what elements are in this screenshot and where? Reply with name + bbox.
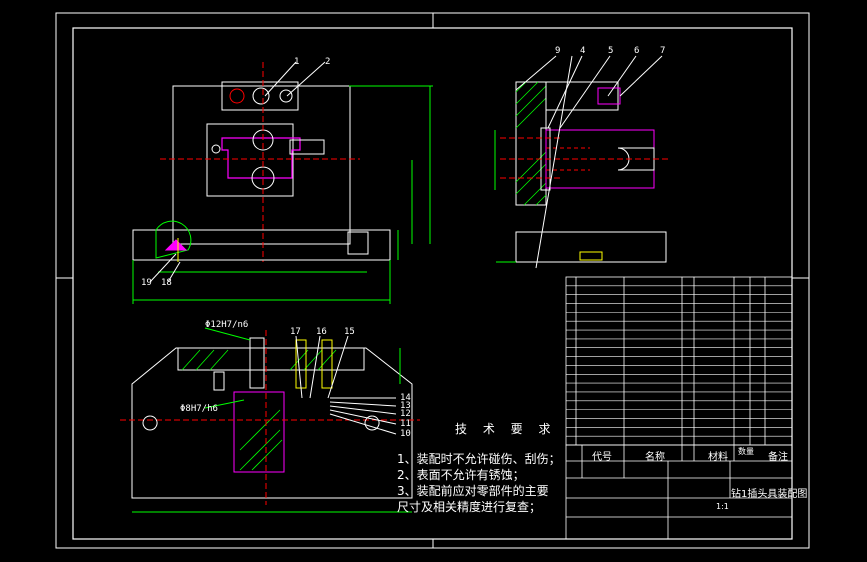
- leader: [619, 55, 663, 97]
- front-inner-plate: [206, 123, 294, 197]
- balloon-6: 6: [634, 46, 640, 56]
- balloon-2: 2: [325, 57, 331, 67]
- front-hole: [229, 88, 245, 104]
- front-pin: [211, 144, 221, 154]
- side-hatching: [515, 81, 547, 206]
- side-base-slot: [579, 251, 603, 261]
- balloon-14: 14: [400, 393, 411, 403]
- leader: [329, 413, 397, 435]
- front-view: [132, 61, 433, 304]
- tech-requirement-2: 2、表面不允许有锈蚀；: [397, 468, 525, 482]
- plan-screw: [321, 339, 333, 389]
- leader: [204, 327, 251, 341]
- plan-pin: [249, 337, 265, 389]
- parts-list-rows: [566, 285, 792, 437]
- plan-hatching: [181, 349, 337, 371]
- plan-top-rail: [177, 347, 365, 371]
- tech-requirement-4: 尺寸及相关精度进行复查；: [397, 500, 542, 514]
- leader: [329, 405, 397, 415]
- front-screw: [164, 239, 188, 251]
- balloon-4: 4: [580, 46, 586, 56]
- plan-hole: [142, 415, 158, 431]
- leader: [515, 55, 557, 91]
- parts-list: [565, 276, 793, 446]
- leader: [309, 335, 321, 399]
- balloon-19: 19: [141, 278, 152, 288]
- side-view: [494, 55, 668, 269]
- balloon-1: 1: [294, 57, 300, 67]
- tech-requirement-3: 3、装配前应对零部件的主要: [397, 484, 549, 498]
- leader: [286, 61, 326, 97]
- header-material: 材料: [708, 452, 728, 463]
- side-base: [515, 231, 667, 263]
- balloon-9: 9: [555, 46, 561, 56]
- dim-label-fit-2: Φ8H7/h6: [180, 404, 218, 414]
- leader: [295, 335, 303, 399]
- balloon-10: 10: [400, 429, 411, 439]
- front-base-section: [155, 220, 192, 259]
- side-screw-head: [597, 87, 621, 105]
- plan-magenta-part: [233, 391, 285, 473]
- plan-block: [213, 371, 225, 391]
- leader: [329, 409, 397, 425]
- tech-requirement-1: 1、装配时不允许碰伤、刮伤；: [397, 452, 561, 466]
- header-note: 备注: [768, 452, 788, 463]
- leader: [559, 55, 611, 129]
- header-qty: 数量: [738, 447, 754, 456]
- parts-list-frame: [565, 276, 793, 446]
- balloon-13: 13: [400, 401, 411, 411]
- balloon-17: 17: [290, 327, 301, 337]
- leader: [535, 55, 573, 269]
- plan-hole: [364, 415, 380, 431]
- header-code: 代号: [592, 452, 612, 463]
- leader: [149, 253, 177, 283]
- front-magenta-part: [221, 137, 301, 179]
- tech-requirements-title: 技 术 要 求: [455, 422, 557, 436]
- front-hole: [252, 87, 270, 105]
- dim-label-fit-1: Φ12H7/n6: [205, 320, 249, 330]
- title-block-frame: [565, 444, 793, 540]
- plan-view: [120, 327, 420, 513]
- side-top-block: [545, 81, 619, 111]
- front-top-block: [221, 81, 299, 111]
- plan-outline: [131, 347, 413, 499]
- balloon-5: 5: [608, 46, 614, 56]
- front-base-pocket: [347, 231, 369, 255]
- leader: [204, 399, 245, 409]
- header-name: 名称: [645, 452, 665, 463]
- drawing-name: 钻1插头具装配图: [731, 489, 808, 500]
- leader: [607, 55, 637, 97]
- plan-part-hatching: [239, 409, 283, 471]
- balloon-7: 7: [660, 46, 666, 56]
- leader: [547, 55, 583, 129]
- front-base: [132, 229, 391, 261]
- balloon-16: 16: [316, 327, 327, 337]
- balloon-12: 12: [400, 409, 411, 419]
- front-body: [172, 85, 351, 245]
- title-block: [565, 444, 793, 540]
- balloon-18: 18: [161, 278, 172, 288]
- front-hole: [279, 89, 293, 103]
- front-clamp: [289, 139, 325, 155]
- balloon-15: 15: [344, 327, 355, 337]
- leader: [167, 261, 181, 283]
- balloon-11: 11: [400, 419, 411, 429]
- side-bore: [617, 147, 655, 171]
- leader: [327, 335, 349, 399]
- drawing-scale: 1:1: [716, 502, 729, 511]
- leader: [264, 61, 297, 97]
- leader: [329, 401, 397, 407]
